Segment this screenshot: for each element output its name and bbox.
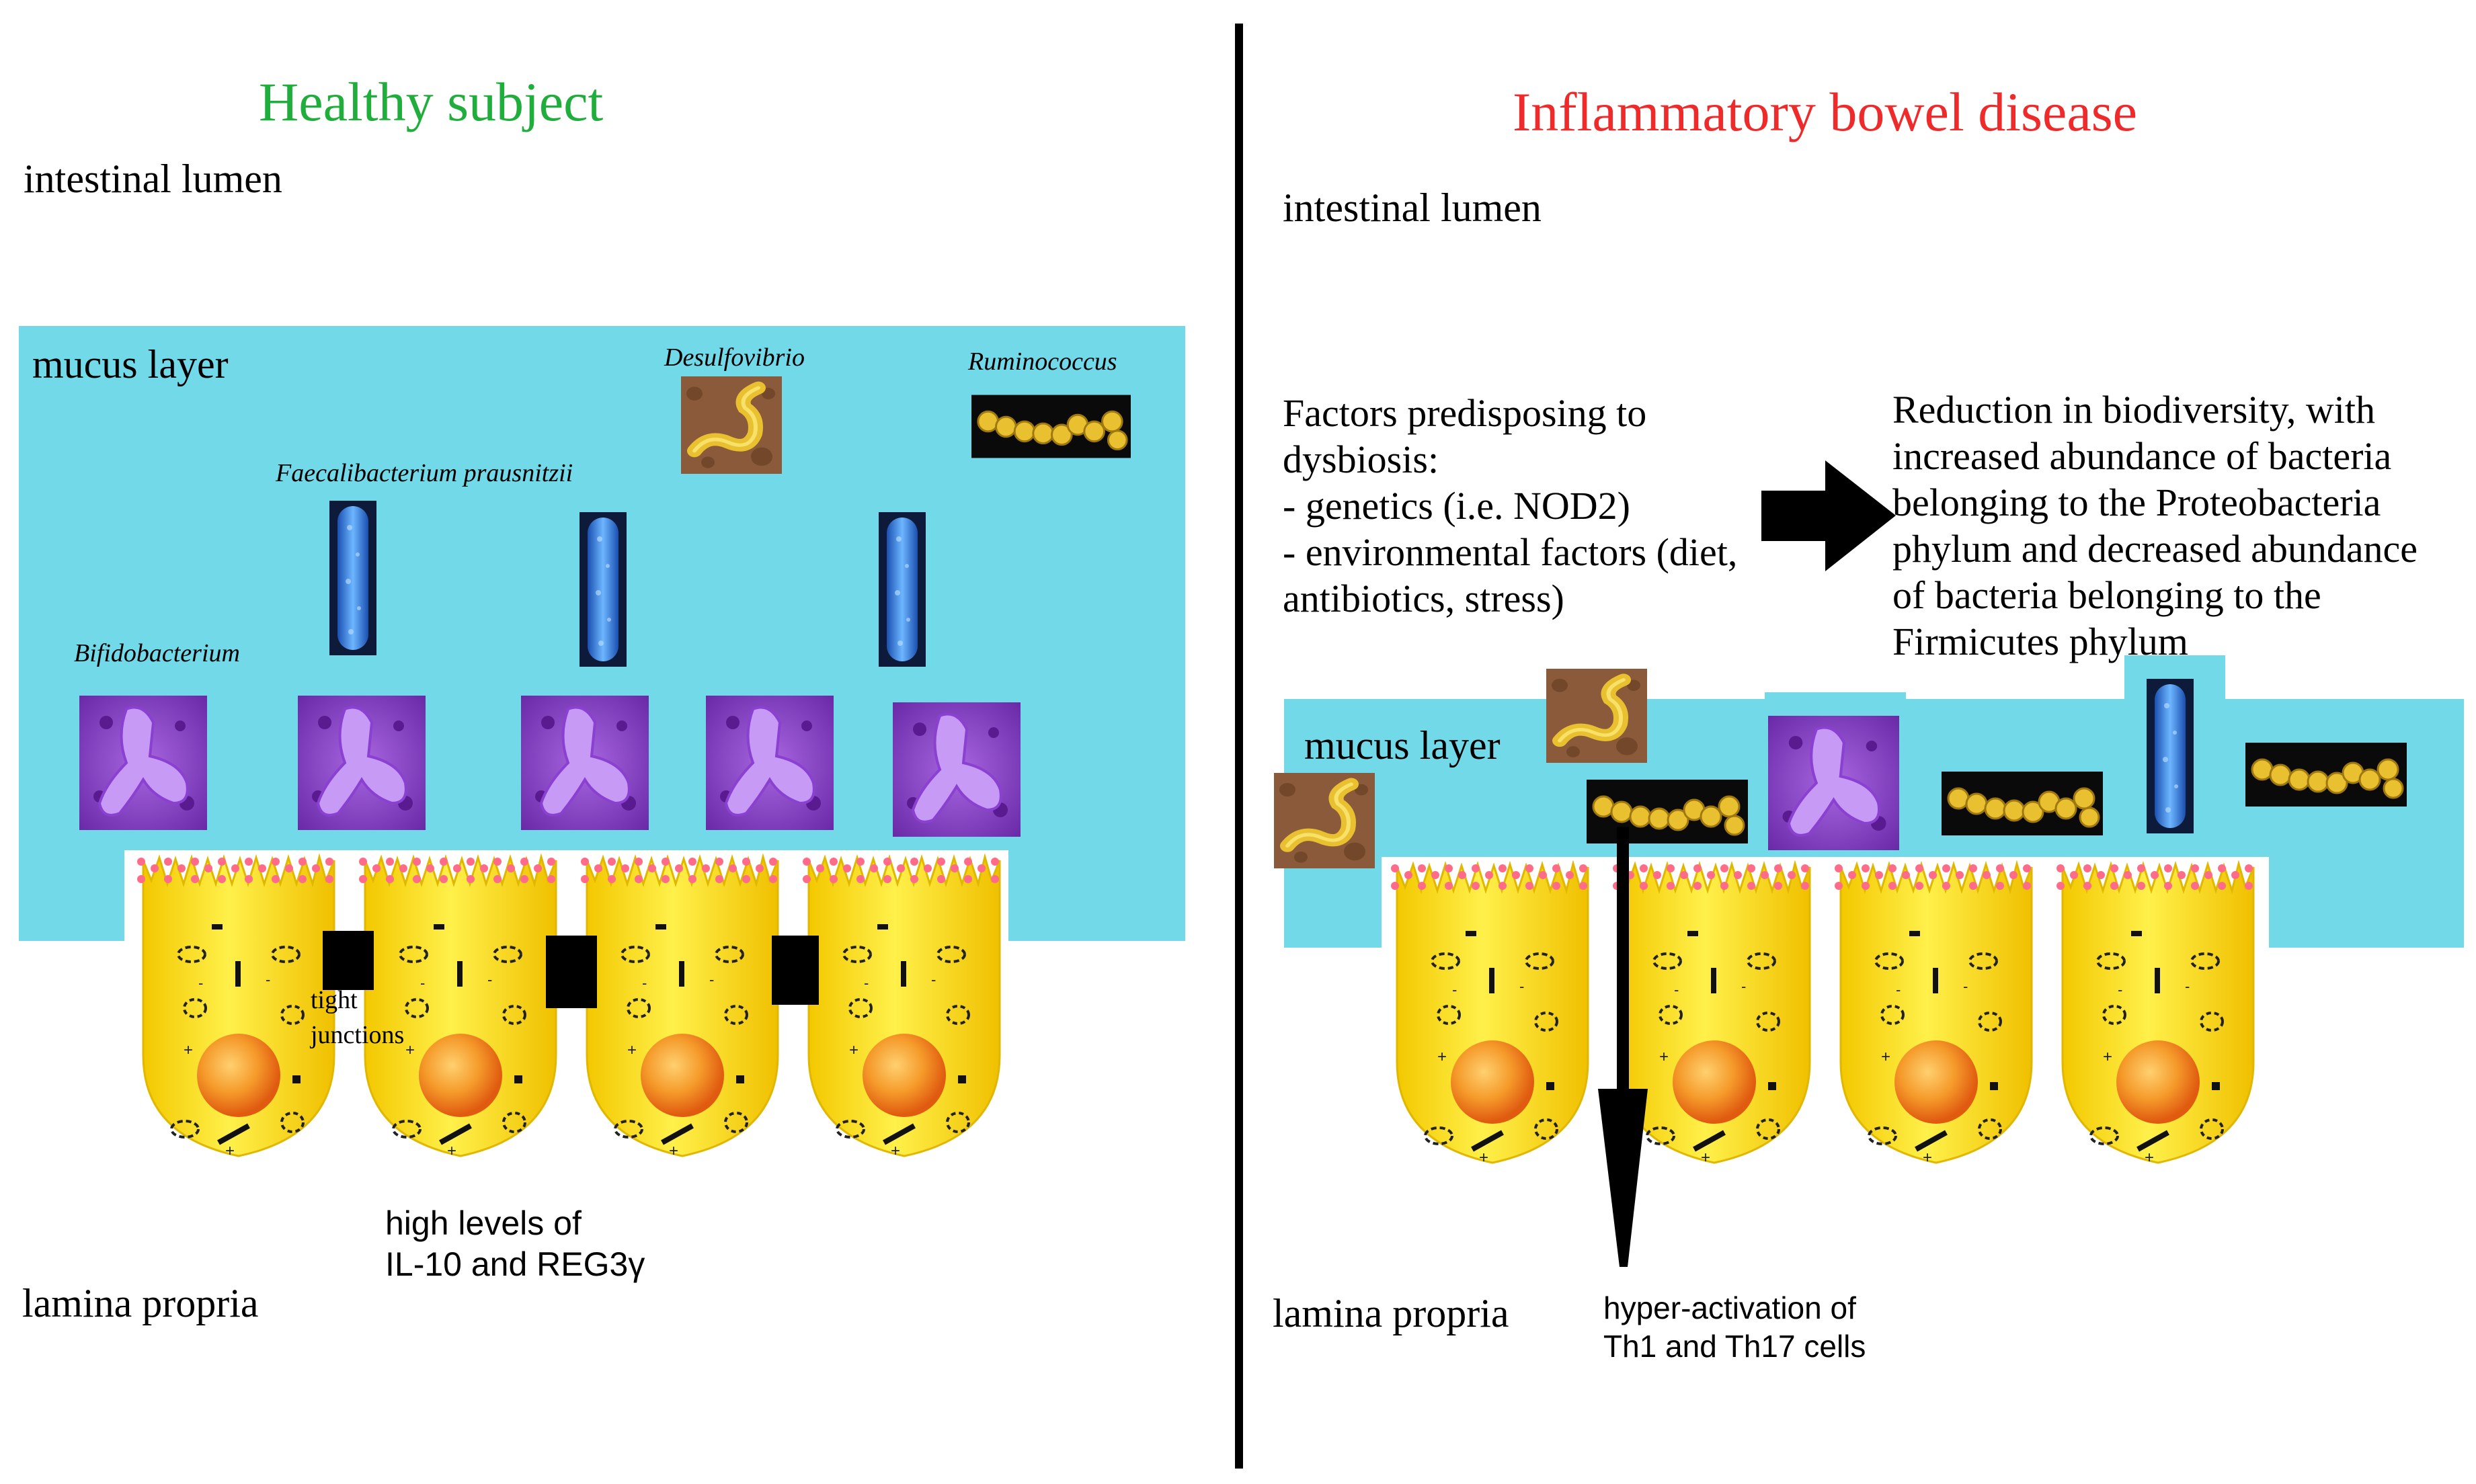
ruminococcus-image [1942, 772, 2103, 835]
bacterial-translocation-arrow [1598, 827, 1648, 1267]
tight-junction [772, 936, 819, 1005]
right-mucus-layer-label: mucus layer [1304, 723, 1501, 768]
ruminococcus-label: Ruminococcus [968, 347, 1117, 376]
desulfovibrio-image [1546, 669, 1647, 763]
bifidobacterium-image [298, 696, 426, 830]
bifidobacterium-label: Bifidobacterium [74, 639, 240, 667]
ruminococcus-image [971, 395, 1131, 458]
dysbiosis-arrow [1761, 460, 1896, 571]
faecalibacterium-image [329, 501, 376, 655]
tight-junction [546, 936, 597, 1008]
ibd-title: Inflammatory bowel disease [1513, 81, 2138, 142]
faecalibacterium-image [580, 512, 627, 667]
tight-junction [323, 931, 374, 990]
left-lamina-propria-label: lamina propria [22, 1281, 259, 1325]
right-epithelial-cells [1391, 860, 2272, 1183]
left-intestinal-lumen-label: intestinal lumen [24, 157, 282, 201]
left-mucus-layer-label: mucus layer [32, 342, 229, 386]
desulfovibrio-image [1274, 773, 1375, 868]
il10-reg3-label: high levels of IL-10 and REG3γ [385, 1204, 645, 1283]
ruminococcus-image [2245, 743, 2407, 807]
predisposing-factors-text: Factors predisposing to dysbiosis: - gen… [1283, 391, 1738, 620]
faecalibacterium-image [2147, 679, 2194, 833]
tight-junctions-label: tight junctions [311, 986, 405, 1049]
bifidobacterium-image [1768, 716, 1899, 850]
faecalibacterium-label: Faecalibacterium prausnitzii [276, 459, 573, 487]
th1-th17-hyperactivation-label: hyper-activation of Th1 and Th17 cells [1603, 1290, 1866, 1364]
panel-divider [1235, 24, 1243, 1469]
bifidobacterium-image [893, 702, 1021, 837]
right-lamina-propria-label: lamina propria [1273, 1291, 1509, 1335]
biodiversity-reduction-text: Reduction in biodiversity, with increase… [1892, 388, 2418, 663]
desulfovibrio-image [681, 376, 782, 474]
left-epithelial-cells [137, 854, 1019, 1176]
bifidobacterium-image [79, 696, 207, 830]
faecalibacterium-image [879, 512, 926, 667]
desulfovibrio-label: Desulfovibrio [664, 343, 805, 372]
right-intestinal-lumen-label: intestinal lumen [1283, 186, 1542, 230]
healthy-subject-title: Healthy subject [259, 71, 604, 132]
bifidobacterium-image [521, 696, 649, 830]
bifidobacterium-image [706, 696, 834, 830]
